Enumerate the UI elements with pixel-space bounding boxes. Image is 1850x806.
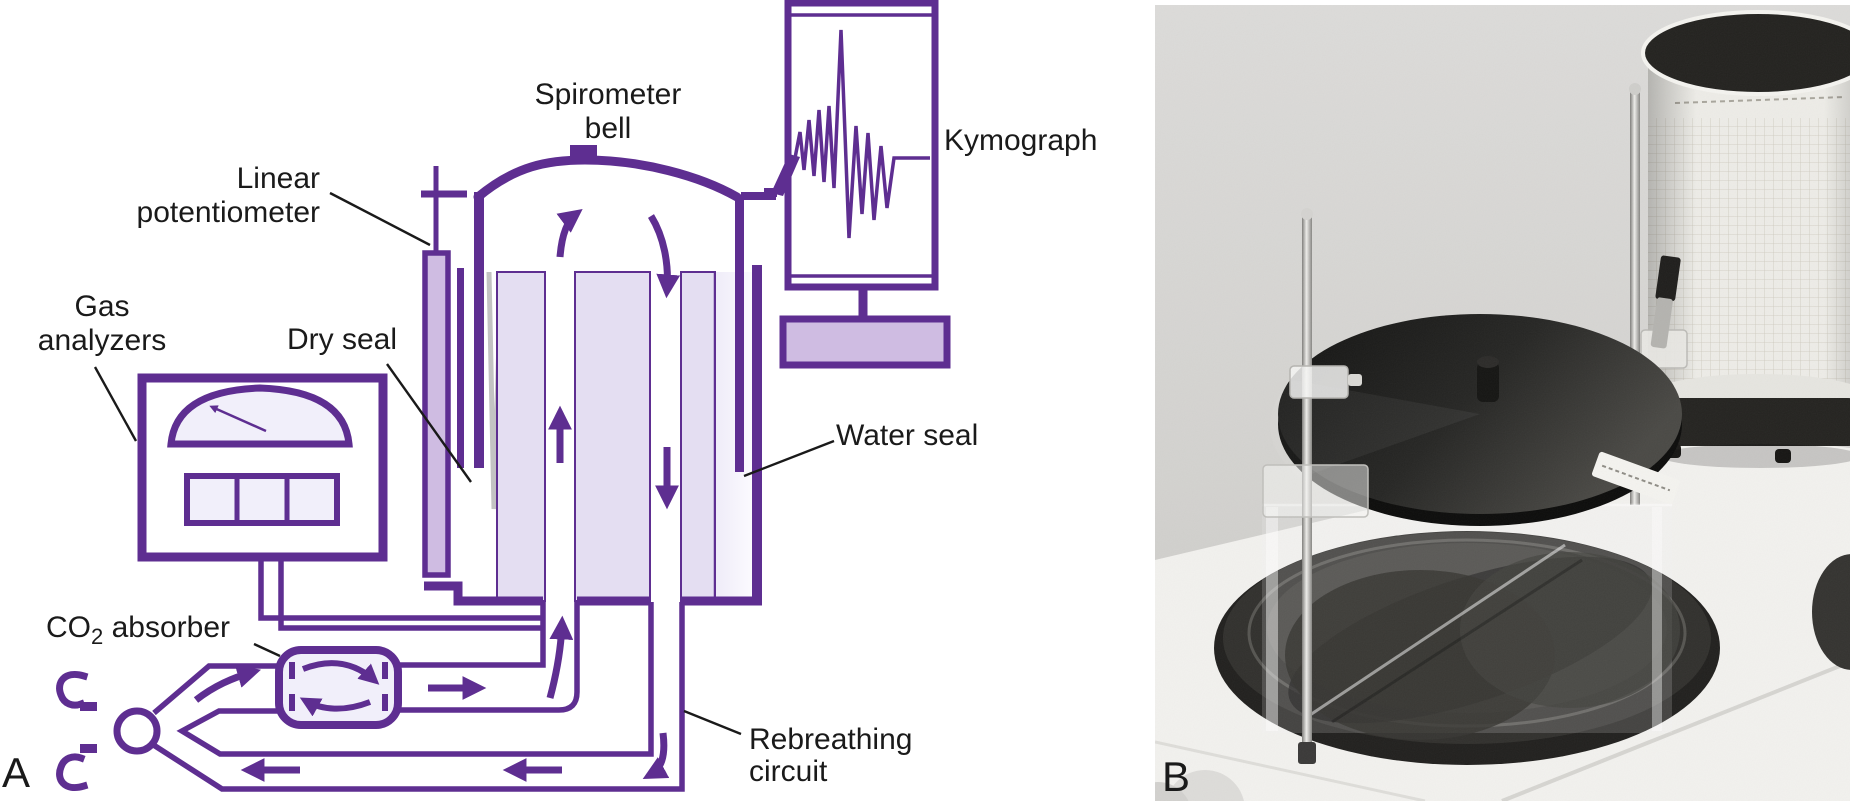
bell-knob: [570, 145, 597, 162]
label-spirometer-bell-line1: Spirometer: [535, 78, 682, 111]
chamber-bottom-left-edge: [424, 581, 543, 606]
panel-a-letter: A: [2, 749, 30, 796]
mouthpiece-stub-bottom: [80, 744, 97, 753]
kymograph-base: [779, 315, 951, 369]
gas-analyzers-box: [137, 373, 388, 562]
flow-arrow-curved-up-icon: [556, 208, 583, 258]
mouthpiece-port: [113, 707, 161, 755]
leader-gas-analyzers: [93, 366, 138, 442]
mouthpiece-hook-bottom-icon: [56, 753, 89, 791]
flow-arrow-curved-down-icon: [647, 214, 681, 299]
label-gas-analyzers-line1: Gas: [74, 290, 129, 323]
potentiometer-slider-bar: [457, 268, 464, 468]
tube-fork-and-return-top-wall: [176, 602, 654, 757]
dial-needle-icon: [209, 405, 267, 433]
return-tube-bottom-wall: [150, 602, 685, 792]
mouthpiece-drawing: [56, 671, 161, 791]
spirometer-diagram: Linear potentiometer Spirometer bell Kym…: [2, 0, 1097, 796]
leader-linear-potentiometer: [329, 191, 431, 247]
mouthpiece-stub-top: [80, 702, 97, 711]
bell-wall-column-3: [680, 271, 716, 602]
label-water-seal: Water seal: [836, 419, 978, 452]
bell-wall-column-1: [496, 271, 546, 602]
recording-pen-icon: [771, 154, 800, 196]
leader-lines: [93, 191, 835, 736]
chamber-right-wall: [752, 265, 762, 601]
mouthpiece-hook-top-icon: [56, 671, 89, 709]
bell-wall-column-2: [574, 271, 651, 602]
analyzer-sample-tube-wall-2: [278, 557, 543, 631]
kymograph-drawing: [741, 0, 951, 369]
mouthpiece-flow-arrow-icon: [193, 664, 262, 703]
bell-right-skirt: [735, 198, 744, 472]
absorber-circulation-arrow-top-icon: [301, 660, 380, 685]
leader-dry-seal: [386, 363, 472, 483]
co2-absorber-drawing: [275, 646, 402, 729]
spirogram-trace: [793, 29, 930, 239]
analyzer-readout: [184, 473, 340, 526]
water-seal-column: [716, 272, 752, 601]
photo-grain: [1155, 5, 1850, 801]
outlet-flow-arrow-icon: [642, 732, 670, 779]
panel-b-letter: B: [1162, 753, 1190, 800]
inlet-flow-arrow-icon: [546, 615, 574, 699]
spirometer-bell-drawing: [421, 145, 762, 606]
inlet-channel-left-wall: [398, 602, 546, 668]
leader-water-seal: [743, 439, 835, 478]
bell-dome: [473, 155, 742, 202]
leader-rebreathing-circuit: [683, 709, 742, 736]
inlet-channel-right-wall: [398, 602, 580, 713]
absorber-screens: [289, 662, 388, 711]
bell-left-skirt: [474, 192, 484, 468]
label-dry-seal: Dry seal: [287, 323, 397, 356]
linear-potentiometer-body: [422, 250, 451, 578]
label-kymograph: Kymograph: [944, 124, 1097, 157]
diagram-labels: Linear potentiometer Spirometer bell Kym…: [2, 78, 1097, 796]
label-co2-absorber: CO2 absorber: [46, 611, 230, 649]
leader-co2-absorber: [253, 642, 281, 658]
pen-arm-foot: [764, 188, 777, 197]
photo-panel: B: [1155, 5, 1850, 801]
label-gas-analyzers-line2: analyzers: [38, 324, 166, 357]
analyzer-dial: [167, 384, 353, 448]
analyzer-sample-tube-wall-1: [258, 557, 543, 621]
absorber-circulation-arrow-bottom-icon: [299, 697, 372, 717]
label-linear-potentiometer-line2: potentiometer: [137, 196, 320, 229]
label-spirometer-bell-line2: bell: [585, 112, 632, 145]
label-rebreathing-circuit-line2: circuit: [749, 755, 828, 788]
rebreathing-tubes: [150, 557, 685, 792]
label-linear-potentiometer-line1: Linear: [237, 162, 320, 195]
label-rebreathing-circuit-line1: Rebreathing: [749, 723, 912, 756]
